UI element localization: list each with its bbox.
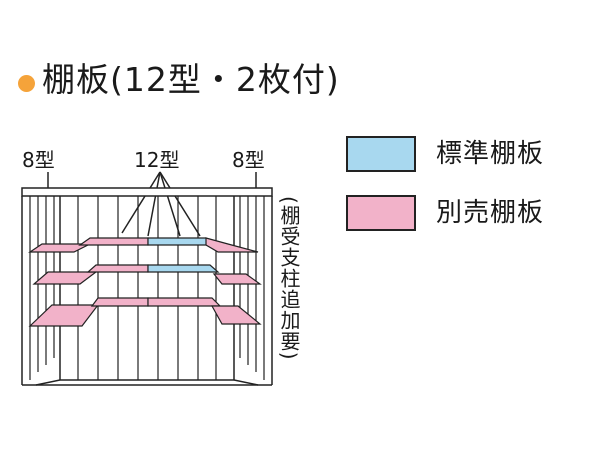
legend-label-option: 別売棚板 bbox=[436, 198, 545, 228]
legend-swatch-standard bbox=[346, 136, 416, 172]
leader-lines bbox=[47, 171, 257, 237]
label-center-12gata: 12型 bbox=[134, 148, 180, 172]
wall-ribs bbox=[29, 196, 265, 380]
side-note-vertical: (棚受支柱追加要) bbox=[277, 196, 301, 361]
label-left-8gata: 8型 bbox=[22, 148, 55, 172]
title-bullet-icon bbox=[18, 75, 35, 92]
shelf-tier-2 bbox=[32, 264, 262, 285]
page-title: 棚板(12型・2枚付) bbox=[42, 60, 340, 99]
legend-swatch-option bbox=[346, 195, 416, 231]
shelf-tier-1 bbox=[28, 237, 259, 253]
shelf-tier-3 bbox=[28, 297, 262, 327]
legend-label-standard: 標準棚板 bbox=[436, 139, 545, 169]
label-right-8gata: 8型 bbox=[232, 148, 265, 172]
shed-frame bbox=[21, 187, 273, 386]
